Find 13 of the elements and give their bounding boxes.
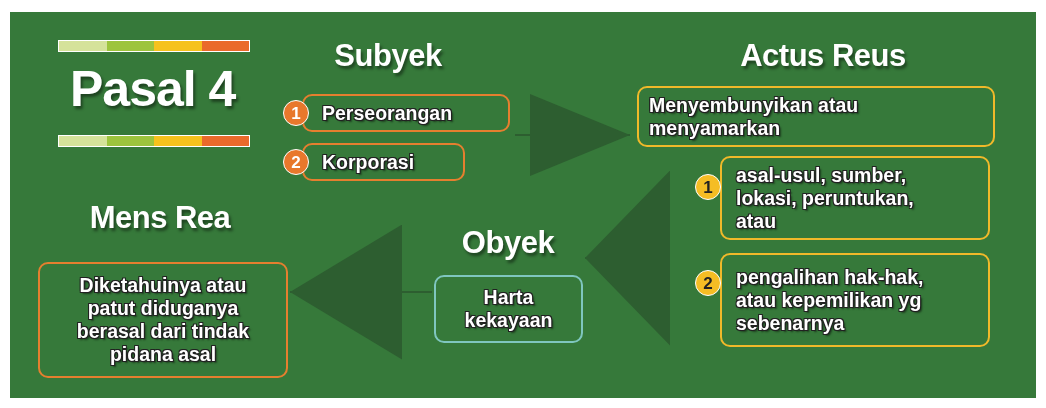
arrow [289, 224, 433, 360]
section-heading: Actus Reus [739, 38, 907, 74]
text-box: pengalihan hak-hak, atau kepemilikan yg sebenarnya [720, 253, 990, 347]
arrow [514, 94, 631, 176]
section-heading: Mens Rea [88, 200, 232, 236]
title: Pasal 4 [70, 60, 236, 118]
text-box: asal-usul, sumber, lokasi, peruntukan, atau [720, 156, 990, 240]
text-box: Menyembunyikan atau menyamarkan [637, 86, 995, 147]
arrow [584, 170, 670, 346]
section-heading: Subyek [333, 38, 443, 74]
section-heading: Obyek [460, 225, 556, 261]
text-box: Harta kekayaan [434, 275, 583, 343]
text-box: Diketahuinya atau patut diduganya berasal dari tindak pidana asal [38, 262, 288, 378]
